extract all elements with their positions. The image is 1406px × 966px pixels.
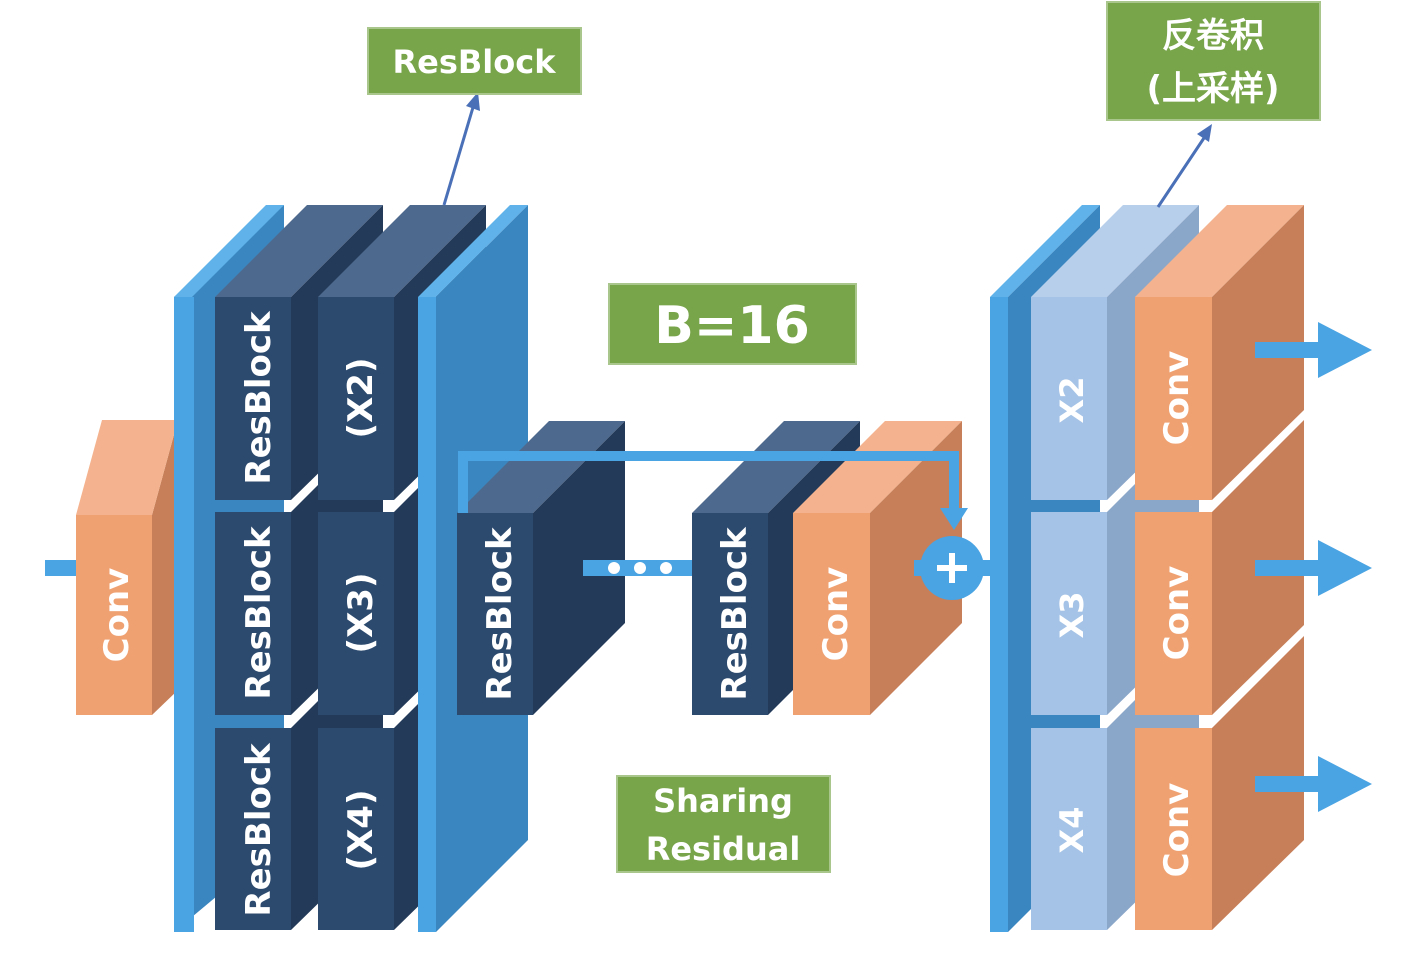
up-x4-label: X4 xyxy=(1053,807,1091,854)
scale-x3-label: (X3) xyxy=(341,573,381,654)
ellipsis-connector xyxy=(583,560,693,576)
b16-label: B=16 xyxy=(654,296,810,356)
resblock-x3-label: ResBlock xyxy=(239,525,279,700)
input-conv-label: Conv xyxy=(97,568,137,663)
scale-x2-label: (X2) xyxy=(341,358,381,439)
mid-resblock-2-label: ResBlock xyxy=(715,526,755,701)
deconv-label-line1: 反卷积 xyxy=(1162,16,1264,56)
mid-conv-label: Conv xyxy=(816,567,856,662)
sharing-label-line2: Residual xyxy=(646,830,801,868)
output-arrow-x2 xyxy=(1255,322,1372,378)
scale-x4-label: (X4) xyxy=(341,790,381,871)
output-arrow-x3 xyxy=(1255,540,1372,596)
deconv-label-line2: (上采样) xyxy=(1146,69,1279,109)
resblock-x2-label: ResBlock xyxy=(239,310,279,485)
up-x2-label: X2 xyxy=(1053,377,1091,424)
input-conv-block: Conv xyxy=(76,420,178,715)
adder-node xyxy=(914,536,1014,600)
out-conv-x3-label: Conv xyxy=(1157,566,1197,661)
out-conv-x2-label: Conv xyxy=(1157,351,1197,446)
mid-resblock-1-label: ResBlock xyxy=(480,526,520,701)
mid-resblock-1: ResBlock xyxy=(457,421,625,715)
sharing-label-line1: Sharing xyxy=(653,782,793,820)
deconv-callout-box: 反卷积 (上采样) xyxy=(1106,1,1321,121)
output-arrows xyxy=(1255,322,1372,812)
up-x3-label: X3 xyxy=(1053,592,1091,639)
out-conv-x4-label: Conv xyxy=(1157,783,1197,878)
output-arrow-x4 xyxy=(1255,756,1372,812)
callout-lines xyxy=(442,92,1212,208)
b16-box: B=16 xyxy=(608,283,857,365)
skip-connection xyxy=(458,451,968,530)
resblock-callout-label: ResBlock xyxy=(393,43,557,81)
input-line xyxy=(45,560,77,576)
sharing-residual-box: Sharing Residual xyxy=(616,775,831,873)
resblock-callout-box: ResBlock xyxy=(367,27,582,95)
resblock-x4-label: ResBlock xyxy=(239,742,279,917)
